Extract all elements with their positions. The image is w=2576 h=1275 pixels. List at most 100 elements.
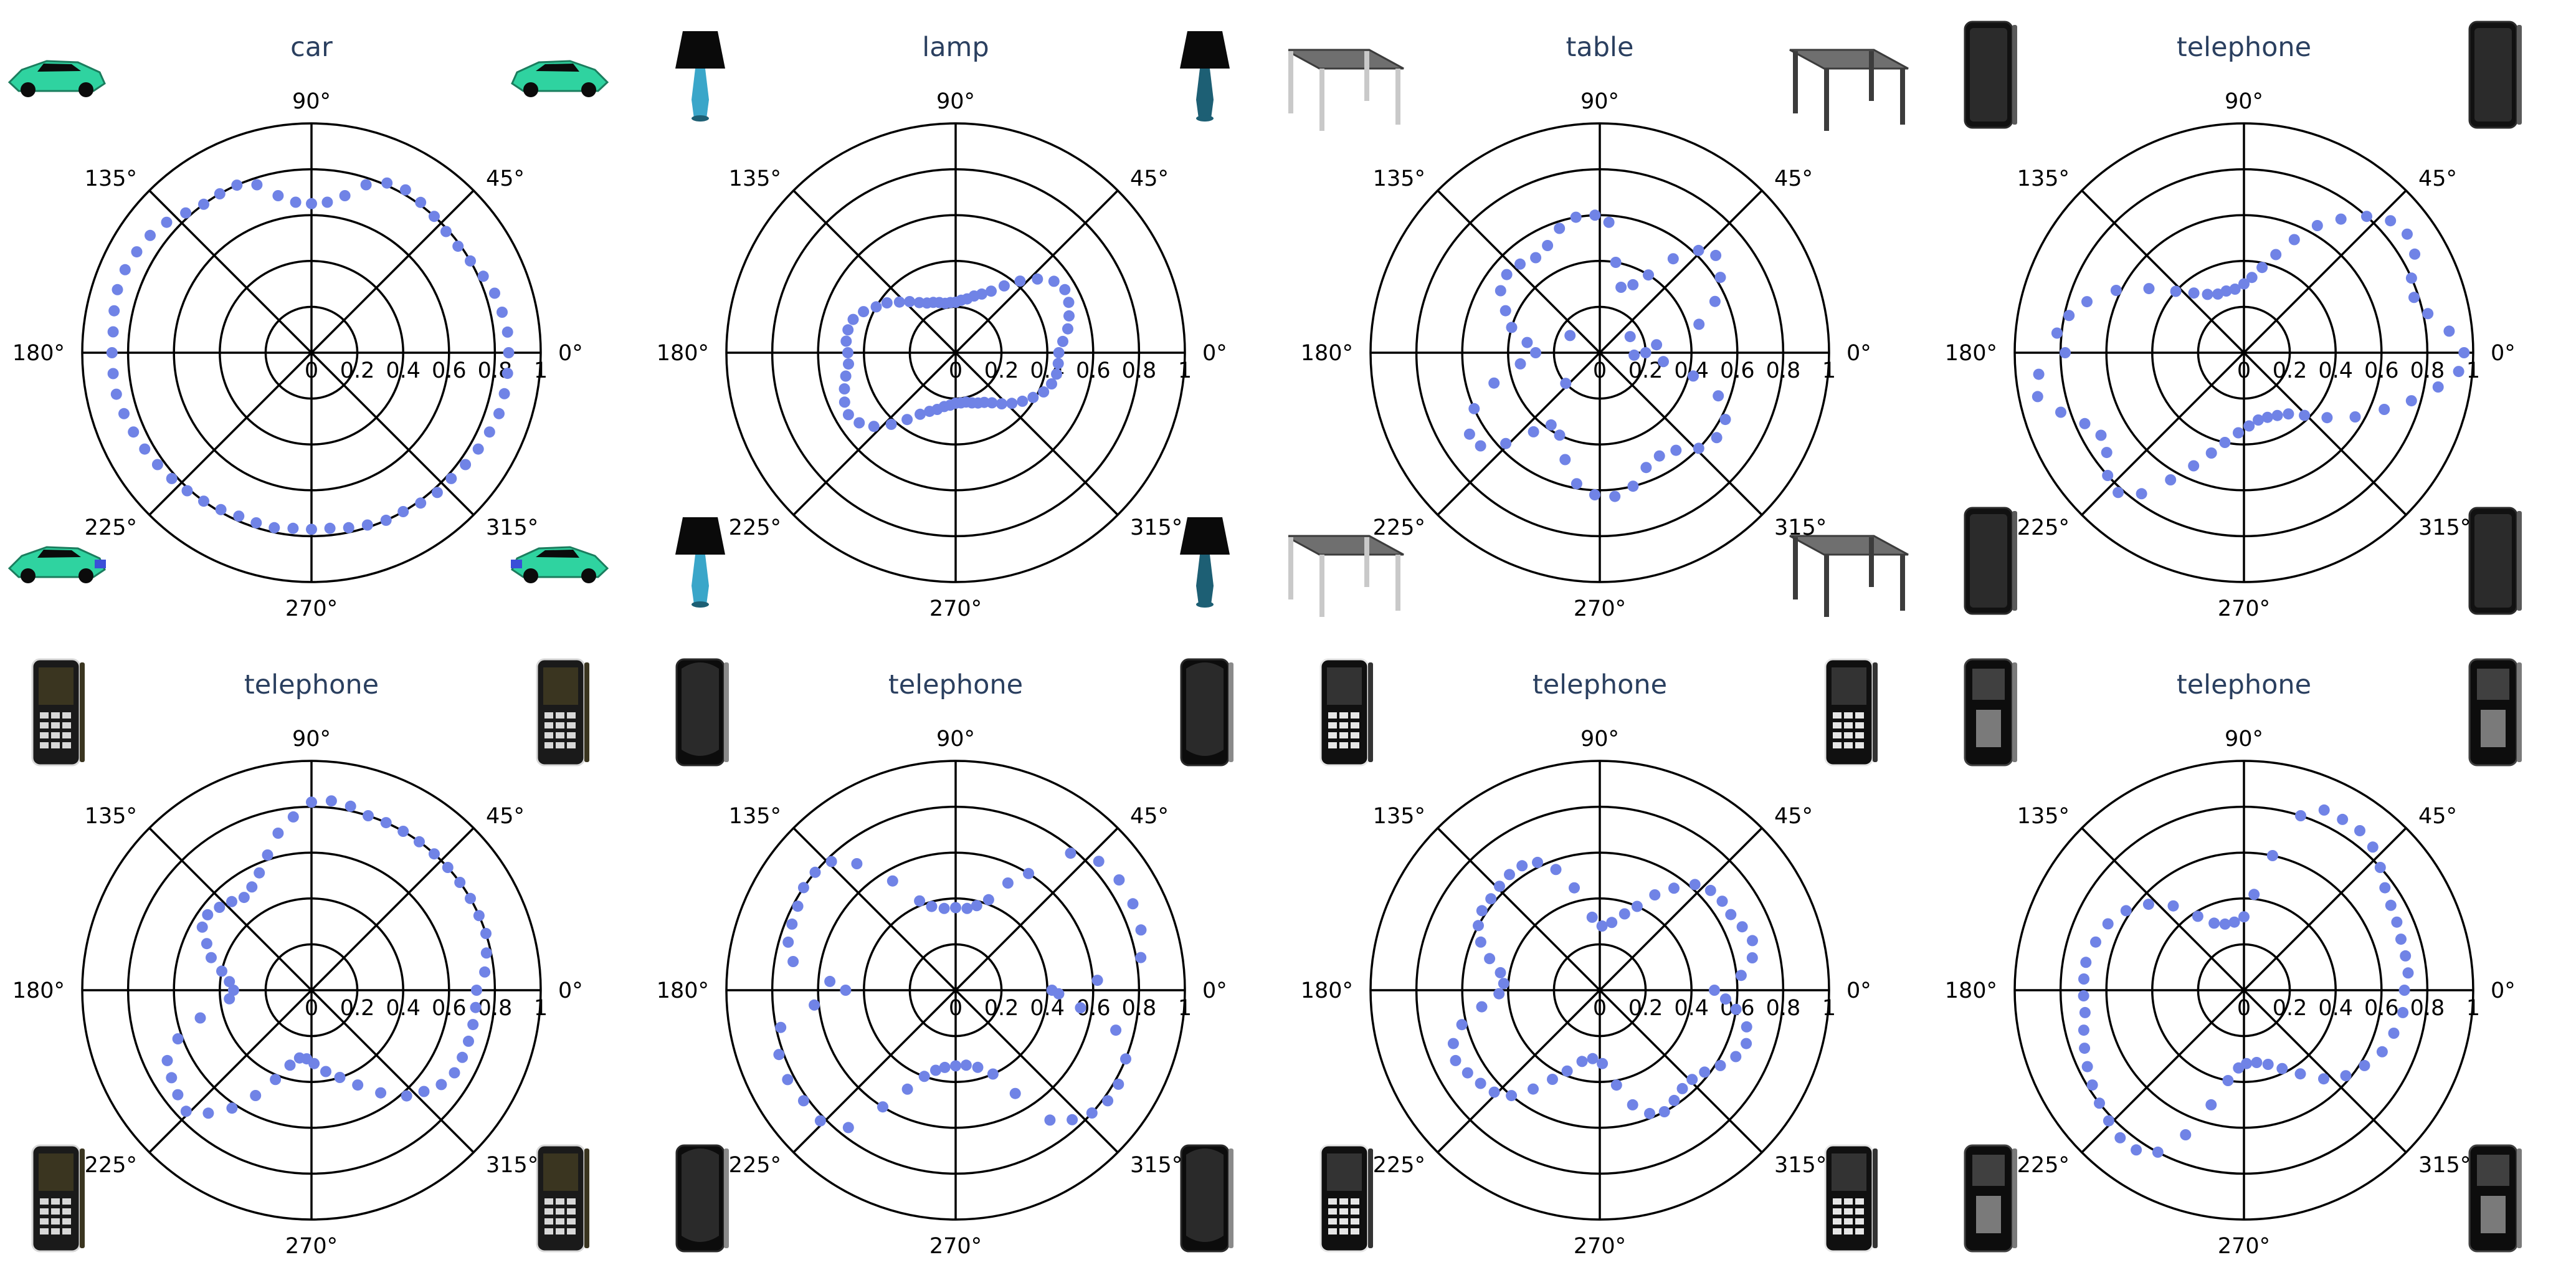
data-point bbox=[2367, 841, 2379, 853]
angular-gridline bbox=[148, 827, 313, 991]
data-point bbox=[1051, 368, 1062, 380]
data-point bbox=[1597, 1058, 1609, 1069]
angular-tick-label: 315° bbox=[2418, 1153, 2471, 1178]
angular-gridline bbox=[1599, 827, 1763, 991]
data-point bbox=[1610, 1079, 1622, 1091]
data-point bbox=[2405, 395, 2417, 407]
angular-tick-label: 0° bbox=[2491, 978, 2516, 1003]
data-point bbox=[2079, 1006, 2091, 1018]
data-point bbox=[106, 347, 118, 358]
phone-thumbnail bbox=[2468, 21, 2522, 129]
data-point bbox=[901, 414, 913, 426]
data-point bbox=[1484, 953, 1496, 965]
data-point bbox=[2229, 284, 2241, 295]
data-point bbox=[287, 811, 299, 823]
phone-keypad-thumbnail bbox=[1824, 658, 1878, 766]
data-point bbox=[460, 459, 472, 470]
data-point bbox=[1688, 370, 1699, 382]
data-point bbox=[2432, 381, 2444, 393]
angular-tick-label: 0° bbox=[2491, 341, 2516, 366]
data-point bbox=[145, 229, 156, 241]
angular-gridline bbox=[954, 827, 1119, 991]
angular-tick-label: 0° bbox=[1846, 341, 1871, 366]
data-point bbox=[1560, 378, 1572, 389]
data-point bbox=[2086, 1079, 2098, 1091]
polar-chart-panel: table0°45°90°135°180°225°270°315°00.20.4… bbox=[1288, 0, 1932, 638]
data-point bbox=[2337, 813, 2349, 825]
table-thumbnail bbox=[1288, 535, 1404, 617]
data-point bbox=[501, 368, 513, 380]
data-point bbox=[843, 358, 854, 370]
data-point bbox=[128, 426, 140, 438]
chart-title: car bbox=[290, 32, 333, 63]
data-point bbox=[2318, 804, 2330, 816]
data-point bbox=[2205, 447, 2217, 459]
data-point bbox=[254, 867, 265, 879]
data-point bbox=[2318, 1073, 2329, 1085]
data-point bbox=[1564, 330, 1576, 341]
data-point bbox=[493, 408, 505, 419]
radial-tick-label: 1 bbox=[1178, 996, 1192, 1021]
radial-tick-label: 1 bbox=[534, 996, 548, 1021]
data-point bbox=[380, 817, 392, 829]
data-point bbox=[1627, 279, 1639, 290]
angular-gridline bbox=[2081, 827, 2245, 991]
data-point bbox=[2219, 437, 2231, 448]
angular-tick-label: 270° bbox=[285, 1234, 338, 1259]
data-point bbox=[181, 485, 193, 497]
data-point bbox=[1135, 924, 1147, 936]
data-point bbox=[2188, 460, 2200, 472]
data-point bbox=[1709, 985, 1720, 996]
phone-keypad-thumbnail bbox=[536, 1144, 589, 1253]
data-point bbox=[262, 849, 273, 861]
data-point bbox=[414, 836, 425, 848]
data-point bbox=[1610, 257, 1622, 268]
angular-tick-label: 135° bbox=[85, 804, 137, 829]
data-point bbox=[1719, 993, 1731, 1005]
data-point bbox=[1710, 249, 1722, 261]
data-point bbox=[773, 1049, 785, 1061]
radial-tick-label: 0 bbox=[1593, 996, 1607, 1021]
data-point bbox=[110, 388, 122, 400]
data-point bbox=[1709, 295, 1721, 307]
data-series bbox=[773, 848, 1147, 1134]
data-point bbox=[2136, 488, 2147, 500]
data-point bbox=[284, 1059, 296, 1071]
data-point bbox=[1493, 988, 1505, 1000]
angular-tick-label: 90° bbox=[936, 727, 975, 752]
data-point bbox=[498, 388, 510, 399]
data-point bbox=[172, 1033, 184, 1044]
data-point bbox=[1668, 1094, 1680, 1106]
radial-tick-label: 0.2 bbox=[1628, 996, 1663, 1021]
data-point bbox=[1498, 978, 1509, 990]
angular-tick-label: 135° bbox=[729, 166, 781, 191]
phone-curved-thumbnail bbox=[1180, 658, 1233, 766]
car-thumbnail bbox=[7, 60, 106, 97]
data-point bbox=[2131, 1144, 2142, 1156]
data-point bbox=[224, 976, 235, 988]
data-point bbox=[2253, 414, 2264, 426]
car-thumbnail bbox=[7, 546, 106, 583]
data-point bbox=[914, 895, 926, 907]
data-point bbox=[1044, 1114, 1056, 1126]
data-point bbox=[1006, 398, 1018, 409]
data-point bbox=[2188, 287, 2200, 299]
data-point bbox=[782, 936, 794, 948]
data-point bbox=[1032, 273, 1043, 285]
data-point bbox=[1091, 975, 1103, 986]
data-point bbox=[463, 1035, 474, 1047]
data-point bbox=[2398, 985, 2410, 996]
angular-tick-label: 180° bbox=[657, 978, 709, 1003]
data-point bbox=[2220, 285, 2232, 297]
angular-tick-label: 270° bbox=[929, 1234, 982, 1259]
data-point bbox=[2376, 1046, 2388, 1058]
angular-gridline bbox=[2081, 351, 2245, 516]
data-point bbox=[401, 1090, 412, 1102]
data-point bbox=[381, 177, 393, 189]
data-point bbox=[2238, 911, 2250, 923]
radial-tick-label: 0.8 bbox=[1766, 358, 1801, 383]
data-point bbox=[2078, 1024, 2089, 1036]
data-point bbox=[2261, 411, 2273, 423]
